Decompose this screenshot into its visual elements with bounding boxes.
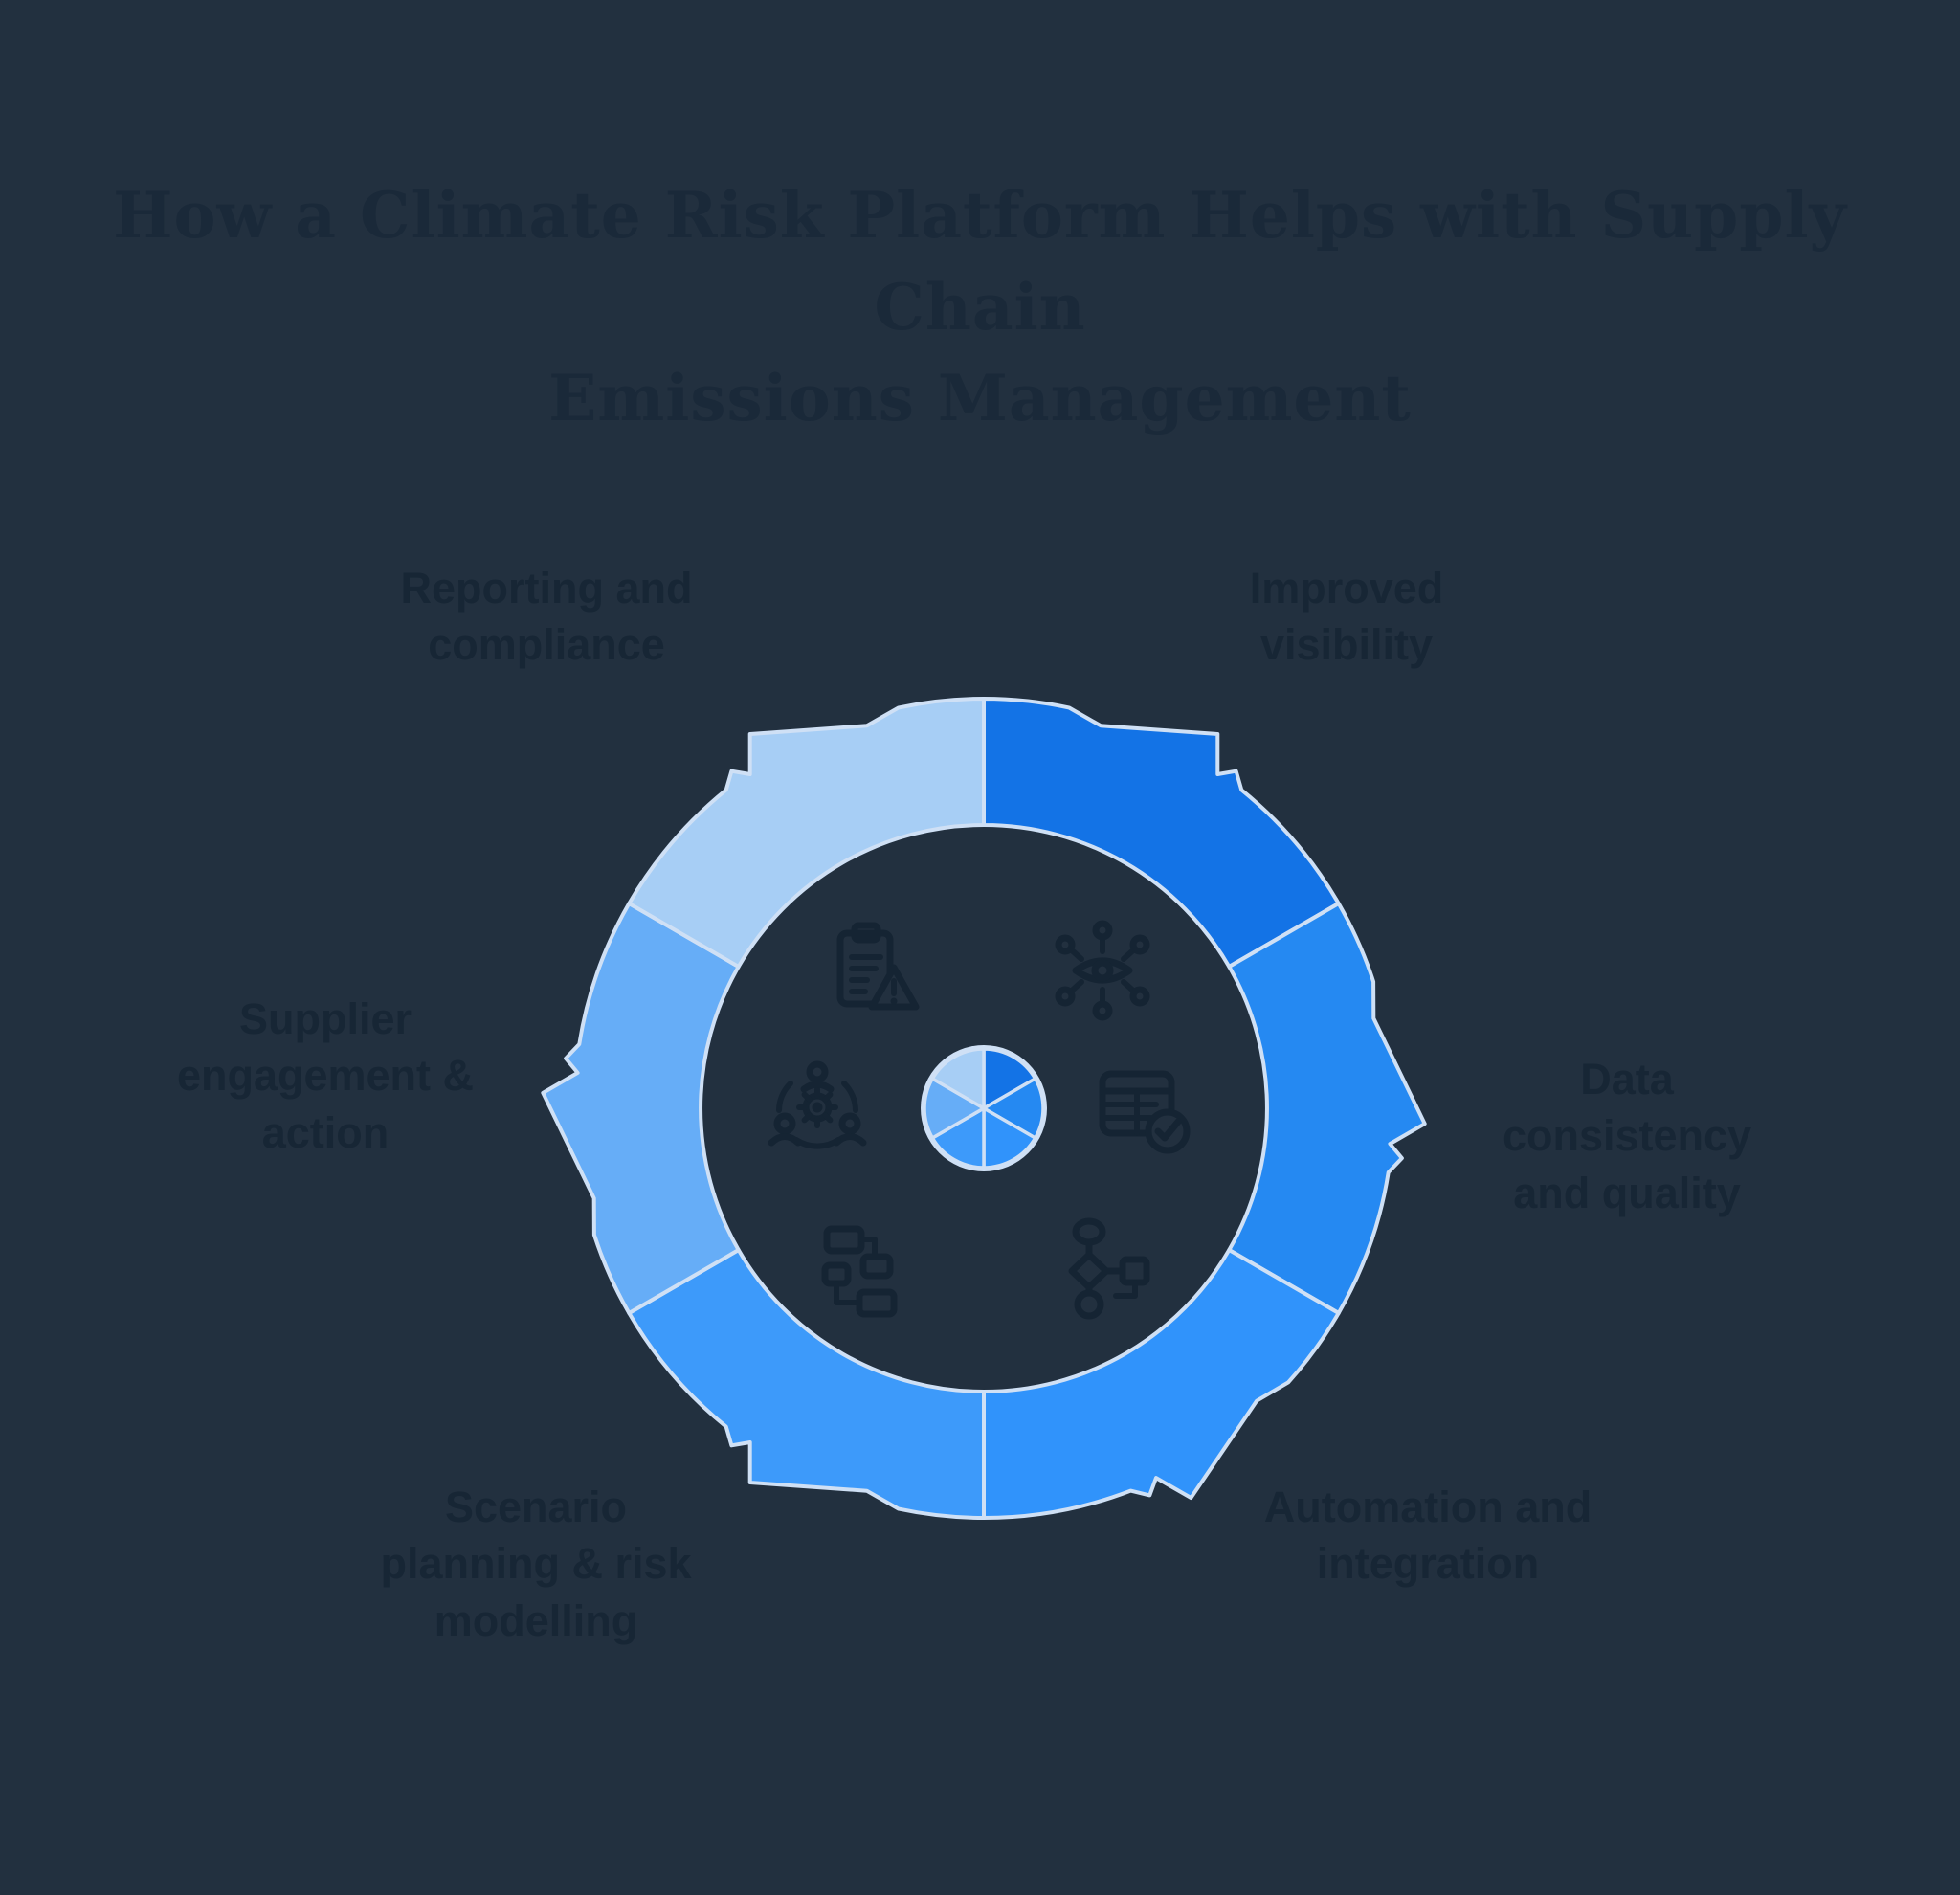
hub-wedge-scenario-planning xyxy=(930,1106,986,1170)
hub-wedge-automation xyxy=(982,1106,1037,1170)
ring-segment-improved-visibility xyxy=(982,697,1341,969)
page-title-line1: How a Climate Risk Platform Helps with S… xyxy=(113,178,1847,345)
ring-segment-reporting-compliance xyxy=(627,697,986,969)
ring-segment-scenario-planning xyxy=(627,1248,986,1520)
clipboard-warning-icon xyxy=(813,914,928,1029)
ring-segment-supplier-engagement xyxy=(541,902,741,1315)
label-supplier-engagement: Supplier engagement & action xyxy=(176,994,475,1157)
workflow-boxes-icon xyxy=(812,1214,926,1328)
hub-wedge-supplier-engagement xyxy=(923,1077,986,1140)
label-data-consistency: Data consistency and quality xyxy=(1502,1055,1752,1217)
table-check-icon xyxy=(1087,1051,1202,1166)
page-title-line2: Emissions Management xyxy=(548,361,1412,436)
flowchart-icon xyxy=(1039,1212,1154,1326)
eye-network-icon xyxy=(1045,911,1160,1026)
hub-wedge-data-consistency xyxy=(982,1077,1045,1140)
label-scenario-planning: Scenario planning & risk modelling xyxy=(380,1483,692,1645)
ring-segment-data-consistency xyxy=(1227,902,1427,1315)
hub-wedge-improved-visibility xyxy=(982,1047,1037,1110)
people-gear-icon xyxy=(760,1053,875,1168)
label-improved-visibility: Improved visibility xyxy=(1249,564,1444,670)
hub-wedge-reporting-compliance xyxy=(930,1047,986,1110)
label-reporting-compliance: Reporting and compliance xyxy=(400,564,693,670)
ring-segment-automation xyxy=(982,1248,1341,1521)
page-title: How a Climate Risk Platform Helps with S… xyxy=(0,170,1960,445)
label-automation: Automation and integration xyxy=(1263,1483,1592,1589)
